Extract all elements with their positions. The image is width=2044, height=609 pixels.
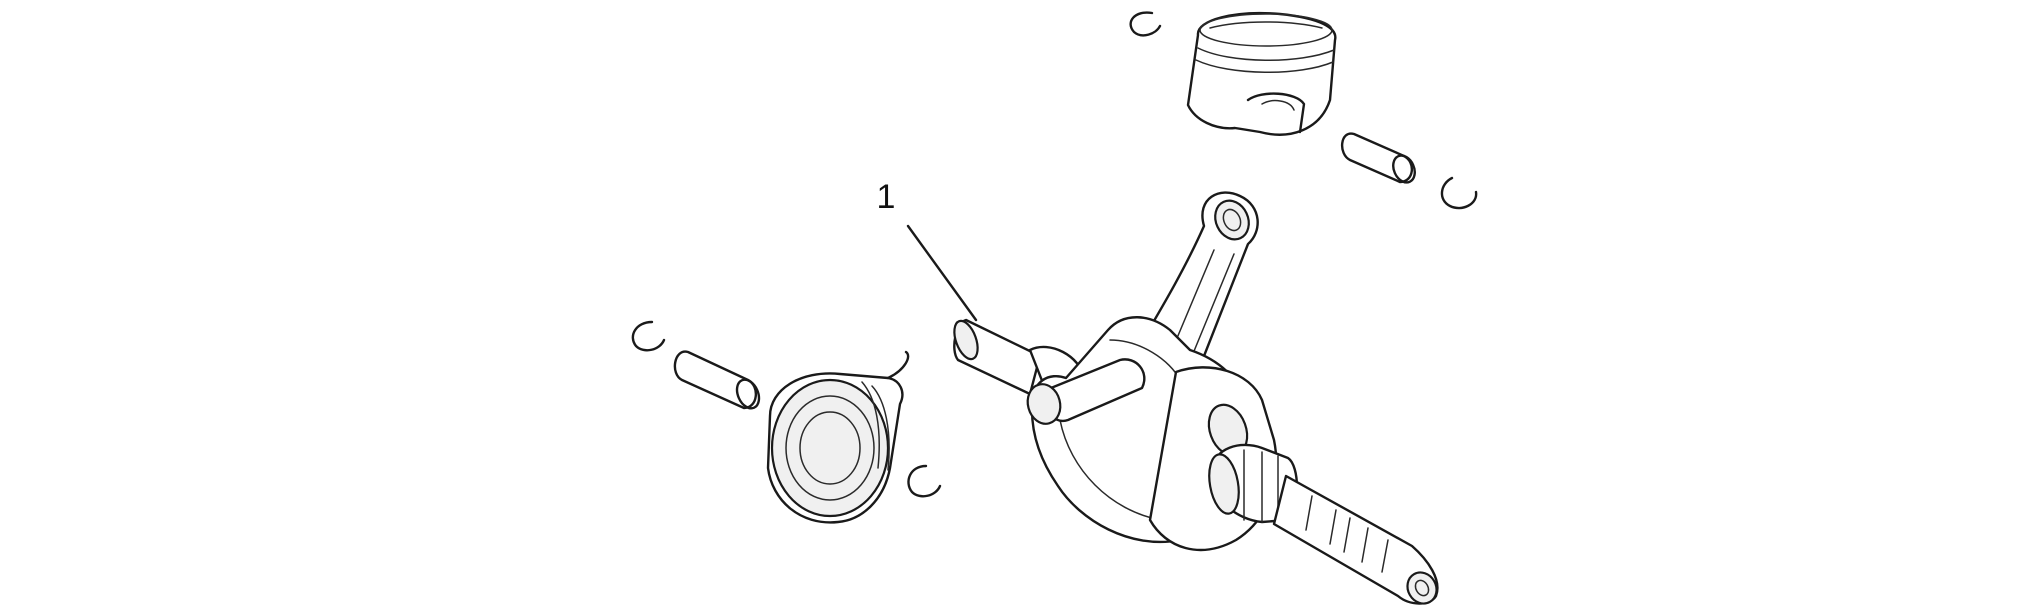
- upper-piston-pin: [1341, 132, 1416, 184]
- crankpin: [1026, 358, 1146, 425]
- upper-piston: [1186, 11, 1337, 136]
- upper-circlip-right: [1440, 176, 1478, 210]
- left-piston: [766, 350, 910, 524]
- crankshaft-output-shaft: [1272, 474, 1439, 605]
- crankshaft-rear-bearing: [1208, 443, 1299, 524]
- left-circlip-top: [631, 320, 666, 352]
- callout-1: 1: [877, 178, 978, 322]
- callout-1-leader-line: [906, 224, 978, 322]
- callout-1-label: 1: [877, 178, 896, 216]
- upper-circlip-left: [1129, 11, 1162, 37]
- left-circlip-bottom: [907, 464, 942, 498]
- left-piston-pin: [673, 350, 761, 410]
